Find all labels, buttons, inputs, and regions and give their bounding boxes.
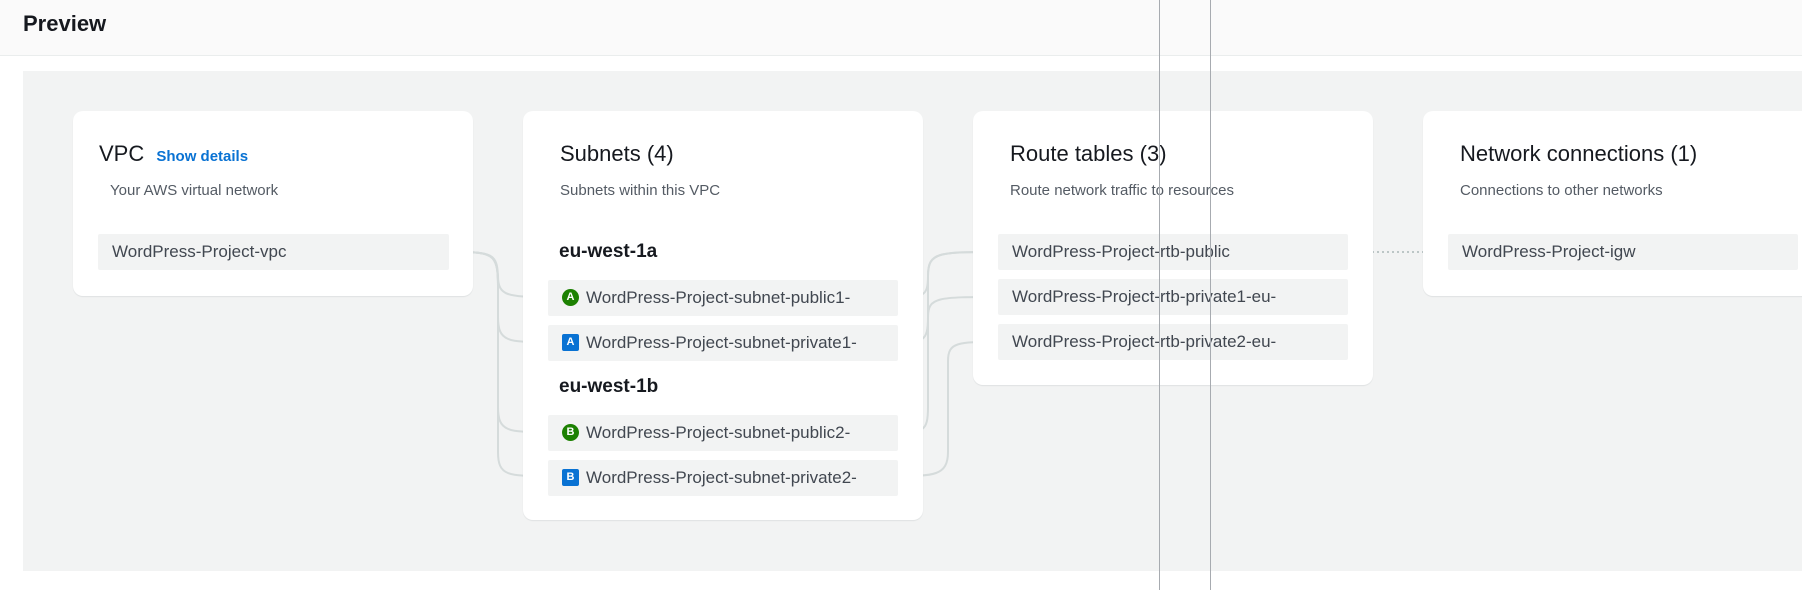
route-tables-card-description: Route network traffic to resources: [1010, 182, 1234, 199]
vpc-item[interactable]: WordPress-Project-vpc: [98, 234, 449, 270]
preview-header: Preview: [0, 0, 1802, 56]
show-details-link[interactable]: Show details: [156, 148, 249, 165]
vpc-title-text: VPC: [99, 141, 145, 166]
route-table-item[interactable]: WordPress-Project-rtb-public: [998, 234, 1348, 270]
subnets-card: Subnets (4) Subnets within this VPC eu-w…: [523, 111, 923, 520]
route-table-item[interactable]: WordPress-Project-rtb-private1-eu-: [998, 279, 1348, 315]
vpc-card-description: Your AWS virtual network: [110, 182, 279, 199]
subnet-label: WordPress-Project-subnet-public1-: [586, 288, 851, 307]
public-subnet-badge-icon: A: [562, 289, 579, 306]
subnet-label: WordPress-Project-subnet-public2-: [586, 423, 851, 442]
network-connections-card-description: Connections to other networks: [1460, 182, 1663, 199]
subnets-card-description: Subnets within this VPC: [560, 182, 721, 199]
subnet-item-private1[interactable]: A WordPress-Project-subnet-private1-: [548, 325, 898, 361]
subnet-label: WordPress-Project-subnet-private1-: [586, 333, 857, 352]
route-tables-card: Route tables (3) Route network traffic t…: [973, 111, 1373, 385]
subnet-item-private2[interactable]: B WordPress-Project-subnet-private2-: [548, 460, 898, 496]
network-connections-card-title: Network connections (1): [1460, 141, 1698, 166]
divider-line: [1210, 0, 1211, 590]
network-connection-item[interactable]: WordPress-Project-igw: [1448, 234, 1798, 270]
vpc-card-title: VPC Show details: [99, 141, 248, 167]
network-connections-card: Network connections (1) Connections to o…: [1423, 111, 1802, 296]
availability-zone-label: eu-west-1b: [559, 376, 659, 397]
subnet-item-public1[interactable]: A WordPress-Project-subnet-public1-: [548, 280, 898, 316]
route-tables-card-title: Route tables (3): [1010, 141, 1167, 166]
divider-line: [1159, 0, 1160, 590]
resource-map-canvas: VPC Show details Your AWS virtual networ…: [23, 71, 1802, 571]
page-title: Preview: [23, 11, 107, 36]
route-table-item[interactable]: WordPress-Project-rtb-private2-eu-: [998, 324, 1348, 360]
subnet-label: WordPress-Project-subnet-private2-: [586, 468, 857, 487]
private-subnet-badge-icon: A: [562, 334, 579, 351]
vpc-card: VPC Show details Your AWS virtual networ…: [73, 111, 473, 296]
availability-zone-label: eu-west-1a: [559, 241, 658, 262]
subnet-item-public2[interactable]: B WordPress-Project-subnet-public2-: [548, 415, 898, 451]
subnets-card-title: Subnets (4): [560, 141, 674, 166]
private-subnet-badge-icon: B: [562, 469, 579, 486]
public-subnet-badge-icon: B: [562, 424, 579, 441]
